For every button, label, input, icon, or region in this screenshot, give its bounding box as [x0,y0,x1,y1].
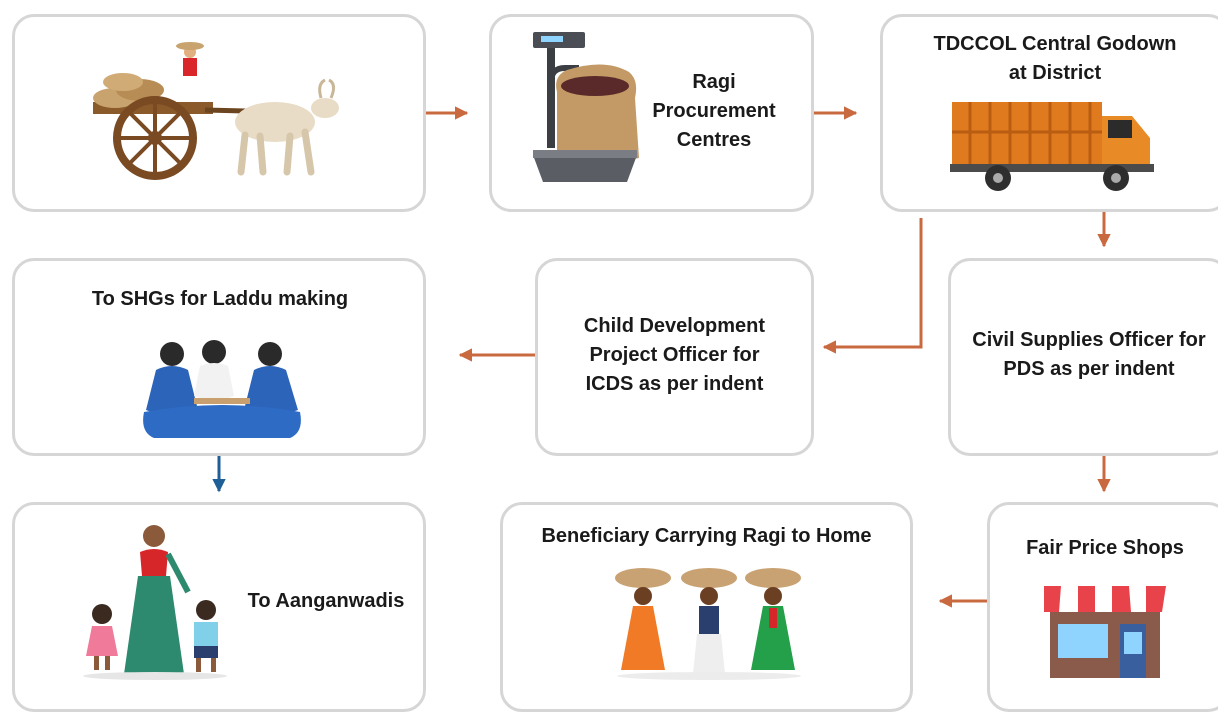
flow-arrows [212,106,1111,608]
weighing-scale-sack-icon [533,32,639,182]
shop-icon [1044,586,1166,678]
box-cdpo [535,258,814,456]
box-farmer [12,14,426,212]
people-carrying-baskets-icon [615,568,801,680]
box-civil [948,258,1218,456]
bullock-cart-icon [93,42,339,180]
label-fps: Fair Price Shops [1026,537,1184,559]
mother-children-icon [83,525,227,680]
truck-icon [950,102,1154,191]
arrow-godown-to-cdpo [822,218,923,354]
women-group-icon [143,340,301,438]
label-anganwadi: To Aanganwadis [247,590,405,612]
label-beneficiary: Beneficiary Carrying Ragi to Home [541,525,872,547]
label-shg: To SHGs for Laddu making [91,288,349,310]
